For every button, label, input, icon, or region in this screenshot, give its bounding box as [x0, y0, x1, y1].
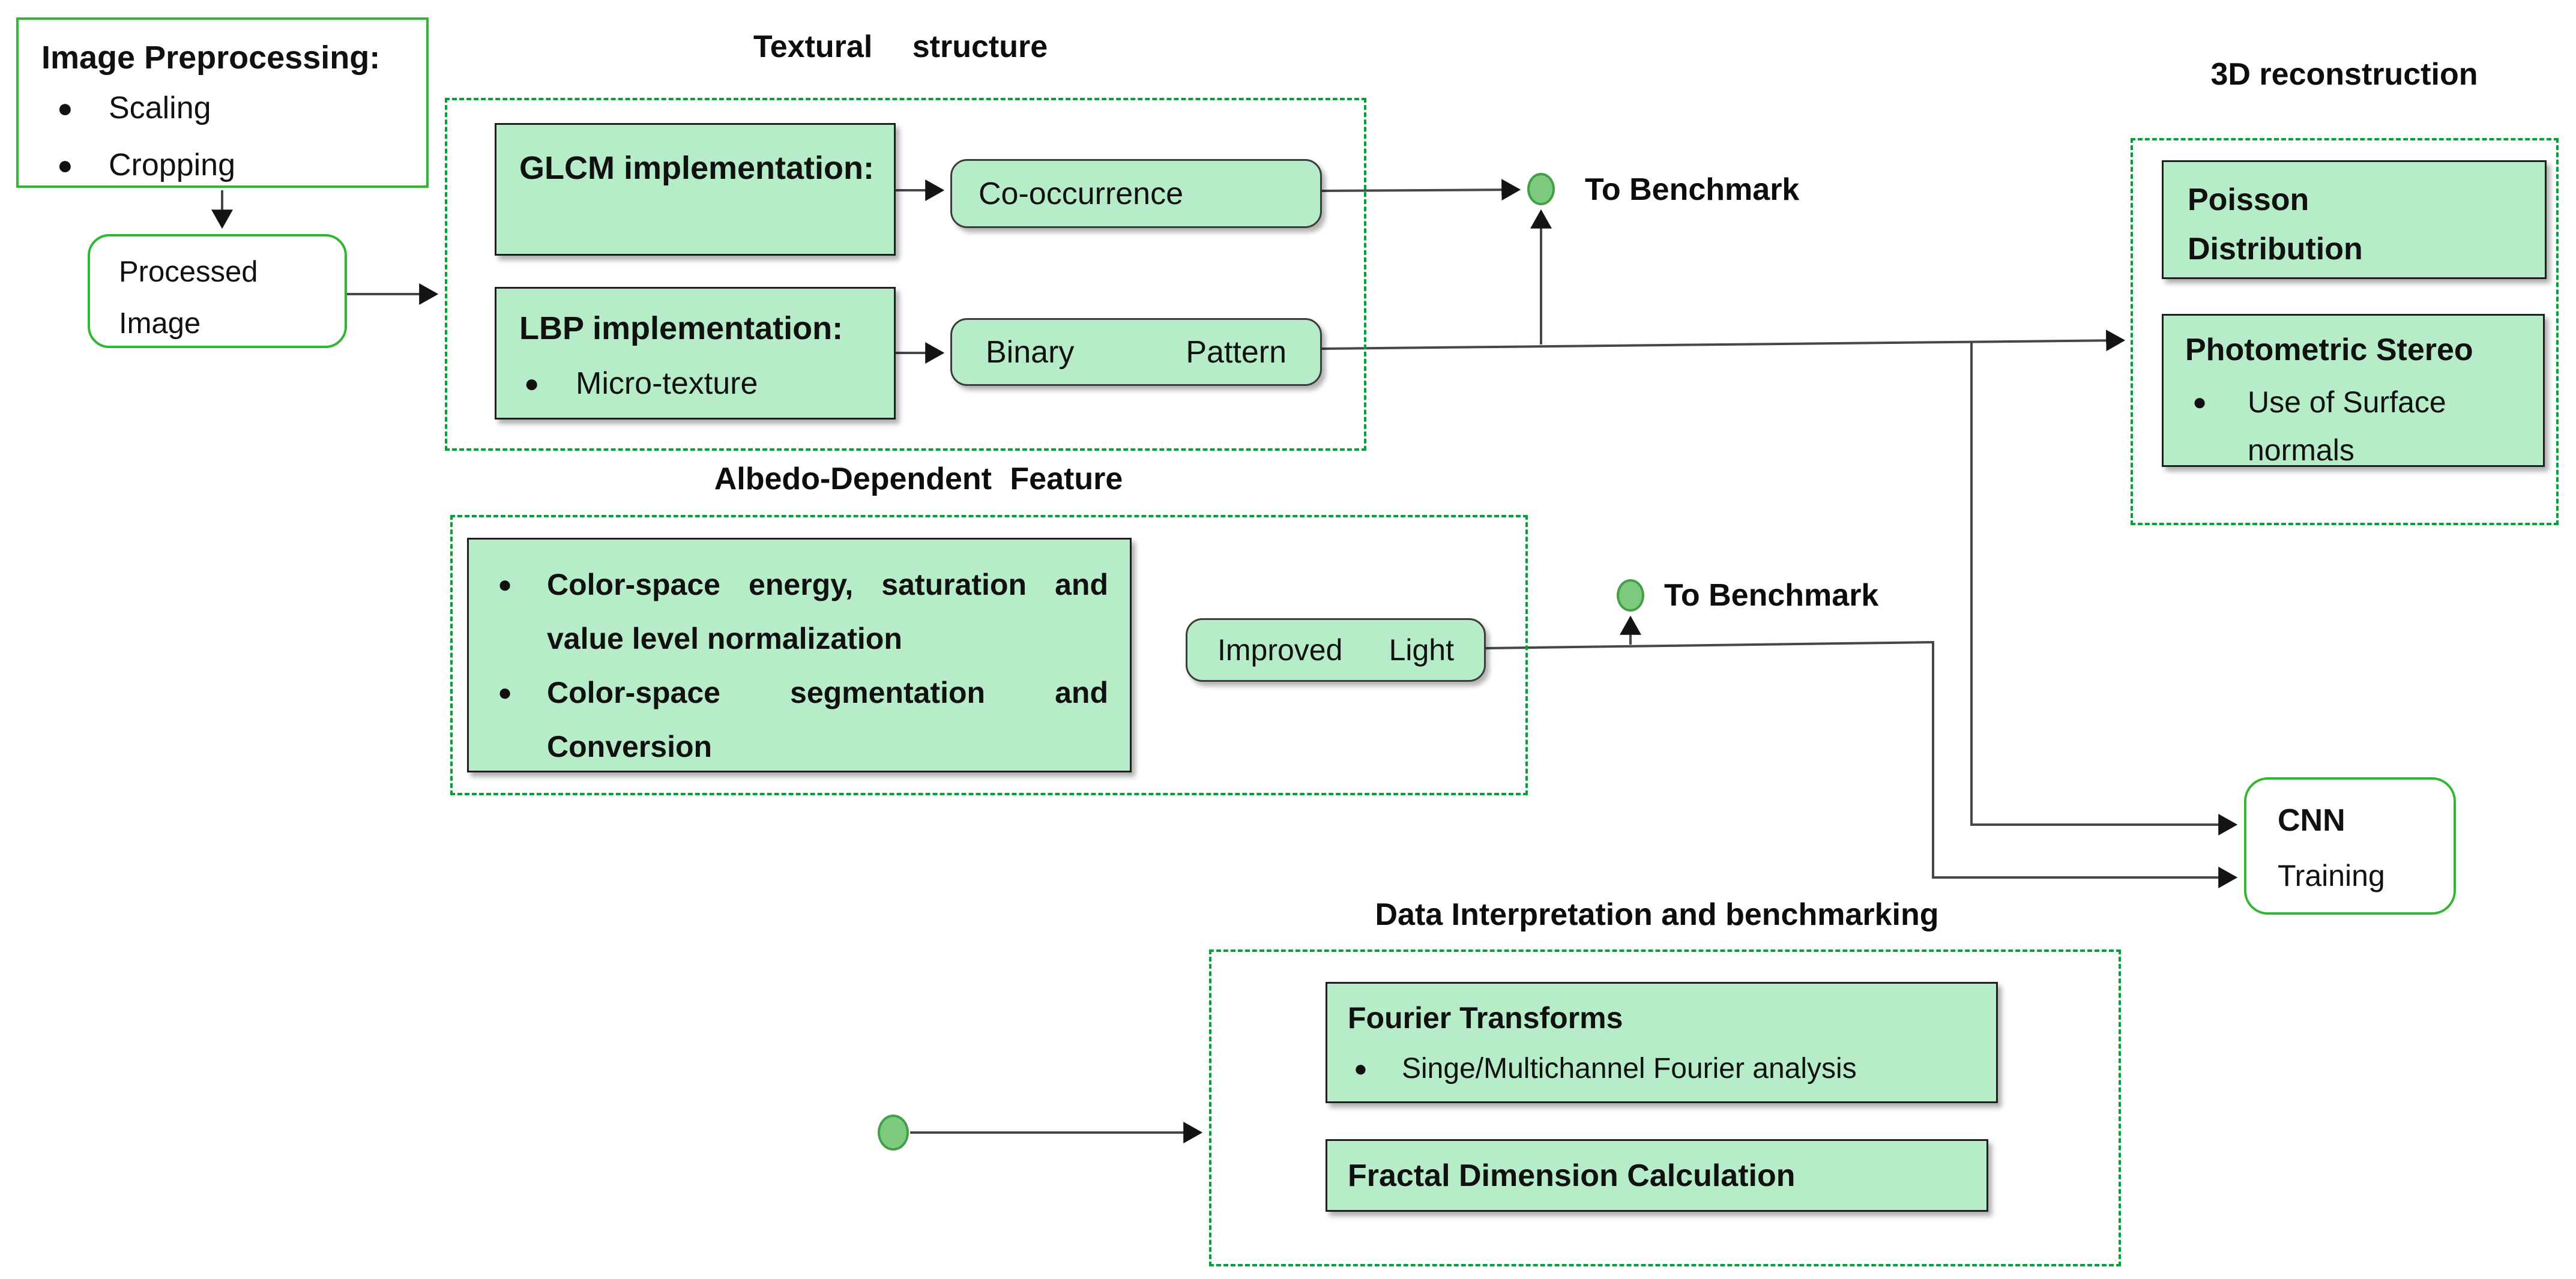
photometric-stereo-label: Photometric Stereo [2185, 333, 2473, 367]
light-word: Light [1389, 633, 1454, 667]
data-interpretation-title: Data Interpretation and benchmarking [1375, 897, 1939, 932]
poisson-distribution-box: Poisson Distribution [2162, 160, 2547, 279]
input-node-icon [878, 1115, 909, 1151]
textural-structure-container [445, 98, 1366, 451]
list-item: ● Color-space energy, saturation and val… [487, 558, 1108, 666]
fractal-dimension-label: Fractal Dimension Calculation [1348, 1158, 1796, 1193]
poisson-distribution-label: Poisson Distribution [2188, 182, 2363, 266]
binary-word: Binary [986, 334, 1075, 370]
processed-image-label: Processed Image [119, 256, 258, 340]
data-interpretation-container [1209, 949, 2121, 1266]
to-benchmark-label-1: To Benchmark [1585, 172, 1800, 207]
benchmark-node-icon [1617, 579, 1644, 612]
bullet-icon: ● [57, 94, 73, 123]
textural-structure-title: Textural structure [753, 29, 1048, 64]
image-preprocessing-title: Image Preprocessing: [41, 40, 381, 76]
fractal-dimension-box: Fractal Dimension Calculation [1326, 1139, 1988, 1212]
bullet-icon: ● [498, 571, 513, 598]
image-preprocessing-box: Image Preprocessing: ● Scaling ● Croppin… [16, 17, 429, 188]
glcm-label: GLCM implementation: [519, 150, 874, 186]
cnn-label: CNN [2278, 803, 2345, 838]
color-space-normalization-bullet: Color-space energy, saturation and value… [547, 568, 1108, 655]
fourier-analysis-bullet: Singe/Multichannel Fourier analysis [1402, 1053, 1857, 1085]
glcm-box: GLCM implementation: [495, 123, 896, 256]
color-space-segmentation-bullet: Color-space segmentation and Conversion [547, 676, 1108, 763]
preprocessing-item-scaling: Scaling [109, 91, 211, 125]
improved-word: Improved [1217, 633, 1343, 667]
surface-normals-bullet: Use of Surface normals [2248, 385, 2446, 467]
bullet-icon: ● [2192, 389, 2207, 415]
list-item: ● Use of Surface normals [2185, 378, 2535, 474]
list-item: ● Singe/Multichannel Fourier analysis [1348, 1045, 1985, 1093]
color-space-box: ● Color-space energy, saturation and val… [467, 538, 1132, 772]
bullet-icon: ● [498, 679, 513, 706]
albedo-feature-container [450, 515, 1528, 795]
fourier-transforms-box: Fourier Transforms ● Singe/Multichannel … [1326, 982, 1998, 1103]
cnn-training-box: CNN Training [2244, 777, 2456, 915]
connector-improved-to-cnn [1485, 640, 2238, 888]
photometric-stereo-box: Photometric Stereo ● Use of Surface norm… [2162, 314, 2545, 467]
pattern-word: Pattern [1186, 334, 1286, 370]
list-item: ● Cropping [41, 137, 414, 194]
binary-pattern-box: Binary Pattern [950, 318, 1322, 386]
bullet-icon: ● [524, 369, 540, 397]
improved-light-box: Improved Light [1186, 618, 1486, 682]
albedo-dependent-feature-title: Albedo-Dependent Feature [714, 462, 1123, 496]
co-occurrence-label: Co-occurrence [979, 176, 1184, 211]
list-item: ● Scaling [41, 80, 414, 137]
3d-reconstruction-container [2131, 138, 2559, 525]
preprocessing-item-cropping: Cropping [109, 148, 236, 182]
3d-reconstruction-title: 3D reconstruction [2210, 57, 2478, 92]
bullet-icon: ● [1354, 1056, 1368, 1082]
list-item: ● Micro-texture [519, 356, 884, 411]
connector-binary-to-3d [1321, 330, 2126, 352]
fourier-transforms-label: Fourier Transforms [1348, 1001, 1623, 1035]
lbp-label: LBP implementation: [519, 310, 843, 346]
processed-image-box: Processed Image [88, 234, 347, 348]
bullet-icon: ● [57, 151, 73, 180]
list-item: ● Color-space segmentation and Conversio… [487, 666, 1108, 774]
co-occurrence-box: Co-occurrence [950, 159, 1322, 228]
training-label: Training [2278, 859, 2385, 892]
lbp-bullet-micro-texture: Micro-texture [576, 366, 758, 401]
benchmark-node-icon [1527, 173, 1555, 205]
to-benchmark-label-2: To Benchmark [1664, 578, 1879, 613]
lbp-box: LBP implementation: ● Micro-texture [495, 287, 896, 420]
